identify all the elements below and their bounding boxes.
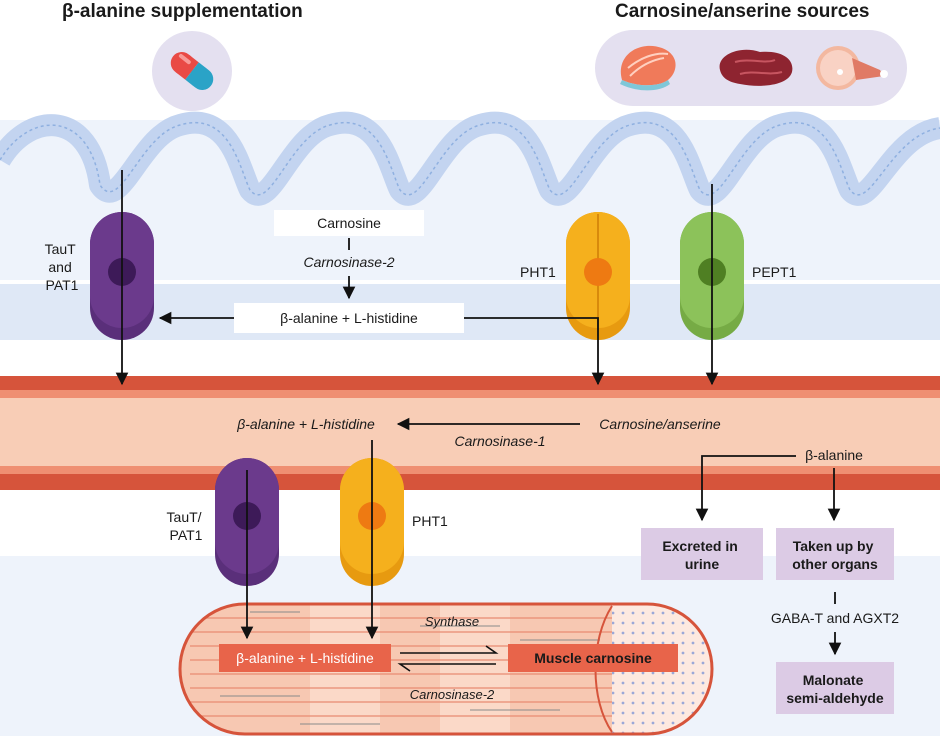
label-taut-pat1-top: TauT and PAT1 [45, 241, 80, 293]
blood-plasma [0, 398, 940, 466]
label-pht1-top: PHT1 [520, 264, 556, 280]
vessel-wall-bottom [0, 474, 940, 490]
muscle-carnosinase-2: Carnosinase-2 [410, 687, 495, 702]
taken-up-text: Taken up by other organs [792, 538, 878, 572]
excreted-box [641, 528, 763, 580]
vessel-inner-bottom [0, 466, 940, 474]
malonate-text: Malonate semi-aldehyde [786, 672, 883, 706]
muscle-carnosine: Muscle carnosine [534, 650, 652, 666]
vessel-inner-top [0, 390, 940, 398]
label-pept1: PEPT1 [752, 264, 797, 280]
muscle-carnosine-box [508, 644, 678, 672]
lumen-products: β-alanine + L-histidine [280, 310, 418, 326]
villi-dashed-line [0, 121, 940, 196]
capsule-icon [152, 31, 232, 111]
lumen-carnosine: Carnosine [317, 215, 381, 231]
vessel-wall-top [0, 376, 940, 390]
lumen-carnosinase-2: Carnosinase-2 [303, 254, 394, 270]
arrow-products-to-pht1 [464, 317, 605, 386]
ham-icon [816, 46, 888, 90]
heading-supplementation: β-alanine supplementation [62, 1, 303, 22]
muscle-substrates-box [219, 644, 391, 672]
fate-beta-alanine: β-alanine [805, 447, 863, 463]
pht1-transporter-top [566, 212, 630, 340]
arrow-to-excreted [695, 455, 796, 522]
muscle-synthase: Synthase [425, 614, 479, 629]
heading-sources: Carnosine/anserine sources [615, 1, 870, 22]
taken-up-box [776, 528, 894, 580]
muscle-substrates: β-alanine + L-histidine [236, 650, 374, 666]
fate-enzymes: GABA-T and AGXT2 [771, 610, 899, 626]
enterocyte-band [0, 284, 940, 340]
blood-carnosinase-1: Carnosinase-1 [454, 433, 545, 449]
lumen-products-box [234, 303, 464, 333]
beef-steak-icon [719, 49, 793, 86]
excreted-text: Excreted in urine [662, 538, 741, 572]
label-taut-pat1-bottom: TauT/ PAT1 [167, 509, 206, 543]
carnosine-box [274, 210, 424, 236]
salmon-steak-icon [620, 45, 676, 91]
malonate-box [776, 662, 894, 714]
blood-products: β-alanine + L-histidine [236, 416, 375, 432]
equilibrium-arrows [397, 645, 499, 672]
label-pht1-bottom: PHT1 [412, 513, 448, 529]
blood-carnosine-anserine: Carnosine/anserine [599, 416, 721, 432]
